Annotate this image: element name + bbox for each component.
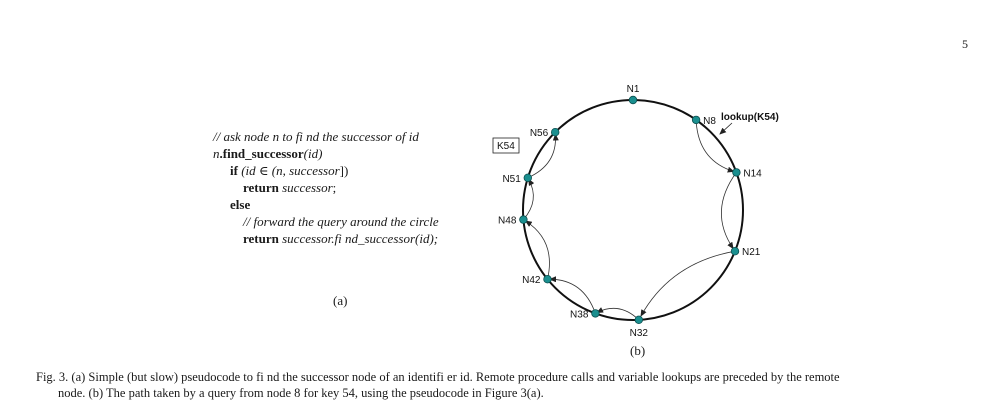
ring-node-n14 — [732, 168, 741, 177]
hop-arrow-n14-to-n21 — [721, 172, 737, 250]
hop-arrow-n32-to-n38 — [596, 307, 640, 321]
code-line-else: else — [230, 197, 251, 212]
ring-node-label-n8: N8 — [703, 116, 716, 127]
caption-line-1: Fig. 3. (a) Simple (but slow) pseudocode… — [36, 370, 840, 384]
code-line-function: n.find_successor(id) — [213, 146, 323, 161]
ring-node-n56 — [551, 127, 560, 137]
ring-node-n51 — [523, 173, 532, 182]
key-label: K54 — [497, 141, 515, 152]
ring-node-label-n1: N1 — [627, 84, 640, 95]
ring-node-label-n14: N14 — [743, 168, 762, 179]
lookup-label: lookup(K54) — [721, 112, 779, 123]
hop-arrow-n21-to-n32 — [640, 250, 736, 317]
ring-node-n32 — [634, 315, 643, 324]
caption-line-2: node. (b) The path taken by a query from… — [58, 386, 544, 400]
hop-arrow-n8-to-n14 — [695, 119, 735, 173]
subfigure-label-b: (b) — [630, 343, 646, 358]
ring-node-n48 — [519, 215, 528, 224]
code-line-return-forward: return successor.fi nd_successor(id); — [243, 231, 439, 246]
lookup-arrow — [719, 122, 733, 135]
hop-arrow-n38-to-n42 — [549, 276, 596, 314]
ring-node-n8 — [691, 115, 701, 125]
lookup-path — [523, 119, 737, 321]
ring-node-label-n42: N42 — [522, 275, 541, 286]
key-box — [492, 137, 520, 154]
hop-arrow-n42-to-n48 — [524, 220, 550, 280]
ring-node-label-n48: N48 — [498, 216, 517, 227]
ring-node-n38 — [591, 309, 600, 318]
ring-node-n21 — [730, 246, 740, 256]
hop-arrow-n51-to-n56 — [527, 133, 559, 179]
code-line-if: if (id ∈ (n, successor]) — [230, 163, 349, 178]
code-line-forward-comment: // forward the query around the circle — [243, 214, 439, 229]
ring-node-n1 — [628, 95, 638, 105]
code-line-comment: // ask node n to fi nd the successor of … — [213, 129, 419, 144]
code-line-return: return successor; — [243, 180, 337, 195]
pseudocode-block: // ask node n to fi nd the successor of … — [213, 128, 439, 247]
ring-node-label-n21: N21 — [742, 247, 761, 258]
ring-node-label-n51: N51 — [502, 174, 521, 185]
ring-node-label-n56: N56 — [530, 128, 549, 139]
figure-caption: Fig. 3. (a) Simple (but slow) pseudocode… — [36, 369, 976, 401]
ring-node-label-n32: N32 — [630, 328, 649, 339]
page-number: 5 — [962, 37, 968, 51]
ring-node-label-n38: N38 — [570, 309, 589, 320]
subfigure-label-a: (a) — [333, 293, 348, 308]
ring-node-n42 — [543, 275, 552, 284]
